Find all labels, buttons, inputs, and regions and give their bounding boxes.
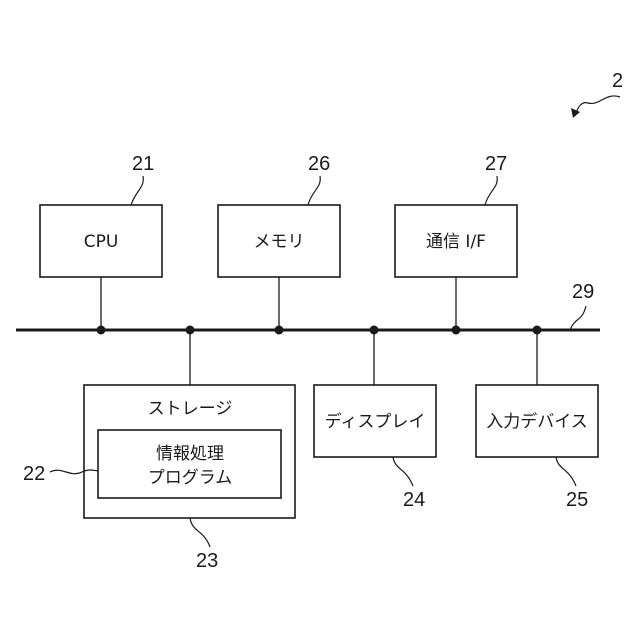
bus-ref-leader <box>570 306 586 330</box>
ref-input-device: 25 <box>566 489 588 511</box>
program-label-line2: プログラム <box>148 468 233 488</box>
display-ref-leader <box>393 457 413 486</box>
ref-bus: 29 <box>572 281 594 303</box>
program-label-line1: 情報処理 <box>156 444 224 464</box>
figure-ref-arrowhead-icon <box>571 108 580 118</box>
input-device-label: 入力デバイス <box>486 411 588 432</box>
ref-cpu: 21 <box>132 153 154 175</box>
storage-junction <box>186 326 195 335</box>
ref-comm-if: 27 <box>485 153 507 175</box>
cpu-ref-leader <box>131 176 143 205</box>
storage-label: ストレージ <box>148 399 233 419</box>
memory-junction <box>275 326 284 335</box>
ref-display: 24 <box>403 489 425 511</box>
ref-program: 22 <box>23 463 45 485</box>
memory-ref-leader <box>308 176 320 205</box>
memory-label: メモリ <box>254 232 305 252</box>
comm-if-ref-leader <box>485 176 497 205</box>
display-label: ディスプレイ <box>325 411 426 432</box>
comm-if-label: 通信 I/F <box>426 232 486 252</box>
input-device-ref-leader <box>556 457 576 486</box>
cpu-junction <box>97 326 106 335</box>
comm-if-junction <box>452 326 461 335</box>
display-junction <box>370 326 379 335</box>
ref-figure: 2 <box>612 70 623 92</box>
input-device-junction <box>533 326 542 335</box>
ref-storage: 23 <box>196 550 218 572</box>
figure-ref-arrow-line <box>576 96 620 113</box>
cpu-label: CPU <box>84 232 119 252</box>
storage-ref-leader <box>190 518 210 547</box>
ref-memory: 26 <box>308 153 330 175</box>
